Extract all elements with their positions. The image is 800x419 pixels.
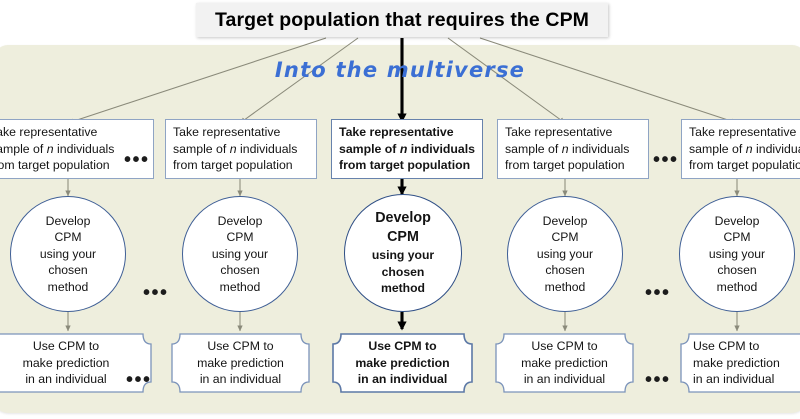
fanout-arrows — [67, 37, 738, 124]
develop-circle-line-4: chosen — [717, 263, 757, 278]
predict-card-line-3: in an individual — [199, 372, 282, 387]
develop-circle-line-4: chosen — [381, 264, 425, 279]
develop-circle-line-4: chosen — [48, 263, 88, 278]
develop-circle-line-4: chosen — [220, 263, 260, 278]
predict-card-line-2: make prediction — [693, 355, 780, 370]
sample-box-line-3: from target population — [339, 158, 471, 173]
ellipsis-row-2-left: ••• — [143, 282, 169, 304]
predict-card-col-5[interactable]: Use CPM to make prediction in an individ… — [679, 331, 800, 395]
develop-circle-line-2: CPM — [226, 230, 254, 245]
sample-box-line-1: Take representative — [339, 125, 454, 140]
develop-circle-line-1: Develop — [375, 210, 431, 227]
sample-box-line-1: Take representative — [505, 125, 613, 140]
develop-circle-line-5: method — [47, 279, 89, 294]
sample-box-col-5[interactable]: Take representative sample of n individu… — [681, 119, 800, 179]
develop-circle-line-5: method — [716, 279, 758, 294]
sample-box-col-1[interactable]: Take representative sample of n individu… — [0, 119, 154, 179]
ellipsis-row-2-right: ••• — [645, 282, 671, 304]
page-title: Target population that requires the CPM — [214, 8, 590, 31]
develop-circle-line-1: Develop — [714, 213, 760, 228]
predict-card-line-2: make prediction — [22, 355, 110, 370]
predict-card-col-1[interactable]: Use CPM to make prediction in an individ… — [0, 331, 152, 395]
sample-box-line-2: sample of n individuals — [0, 141, 115, 156]
predict-card-line-1: Use CPM to — [531, 339, 598, 354]
develop-circle-col-2[interactable]: Develop CPM using your chosen method — [182, 196, 298, 312]
predict-card-line-3: in an individual — [523, 372, 606, 387]
develop-circle-line-5: method — [544, 279, 586, 294]
sample-box-line-1: Take representative — [0, 125, 98, 140]
predict-card-col-3[interactable]: Use CPM to make prediction in an individ… — [331, 331, 474, 395]
develop-circle-line-1: Develop — [45, 213, 91, 228]
ellipsis-row-3-left: ••• — [126, 369, 152, 391]
predict-card-line-3: in an individual — [25, 372, 107, 387]
develop-circle-line-3: using your — [536, 246, 594, 261]
ellipsis-row-1-left: ••• — [124, 149, 150, 171]
predict-card-line-3: in an individual — [357, 372, 448, 387]
card-shape — [495, 333, 634, 393]
diagram-title-banner: Target population that requires the CPM — [196, 3, 608, 37]
card-shape — [680, 333, 800, 393]
predict-card-line-2: make prediction — [197, 355, 284, 370]
develop-circle-line-2: CPM — [387, 229, 419, 246]
develop-circle-line-3: using your — [211, 246, 269, 261]
sample-box-line-3: from target population — [505, 158, 625, 173]
sample-box-line-2: sample of n individuals — [339, 141, 475, 156]
predict-card-line-3: in an individual — [693, 372, 775, 387]
ellipsis-row-3-right: ••• — [645, 369, 671, 391]
sample-box-line-2: sample of n individuals — [689, 141, 800, 156]
develop-circle-line-3: using your — [39, 246, 97, 261]
box-to-circle-arrows — [65, 179, 740, 197]
develop-circle-col-4[interactable]: Develop CPM using your chosen method — [507, 196, 623, 312]
predict-card-line-1: Use CPM to — [32, 339, 100, 354]
sample-box-line-1: Take representative — [689, 125, 797, 140]
card-shape — [171, 333, 310, 393]
develop-circle-col-3[interactable]: Develop CPM using your chosen method — [344, 194, 462, 312]
develop-circle-line-2: CPM — [551, 230, 579, 245]
predict-card-line-2: make prediction — [355, 355, 450, 370]
sample-box-line-3: from target population — [173, 158, 293, 173]
develop-circle-line-1: Develop — [217, 213, 263, 228]
predict-card-line-2: make prediction — [521, 355, 608, 370]
develop-circle-line-2: CPM — [723, 230, 751, 245]
develop-circle-line-3: using your — [371, 248, 435, 263]
sample-box-col-2[interactable]: Take representative sample of n individu… — [165, 119, 317, 179]
develop-circle-line-3: using your — [708, 246, 766, 261]
circle-to-card-arrows — [65, 312, 740, 332]
develop-circle-line-4: chosen — [545, 263, 585, 278]
sample-box-col-4[interactable]: Take representative sample of n individu… — [497, 119, 649, 179]
develop-circle-col-1[interactable]: Develop CPM using your chosen method — [10, 196, 126, 312]
sample-box-line-3: from target population — [689, 158, 800, 173]
ellipsis-row-1-right: ••• — [653, 149, 679, 171]
card-shape — [0, 333, 152, 393]
predict-card-col-2[interactable]: Use CPM to make prediction in an individ… — [170, 331, 311, 395]
predict-card-line-1: Use CPM to — [693, 339, 760, 354]
develop-circle-line-2: CPM — [54, 230, 82, 245]
sample-box-line-2: sample of n individuals — [173, 141, 298, 156]
sample-box-line-1: Take representative — [173, 125, 281, 140]
develop-circle-line-5: method — [219, 279, 261, 294]
predict-card-line-1: Use CPM to — [368, 339, 437, 354]
sample-box-line-3: from target population — [0, 158, 110, 173]
sample-box-line-2: sample of n individuals — [505, 141, 630, 156]
sample-box-col-3[interactable]: Take representative sample of n individu… — [331, 119, 483, 179]
predict-card-col-4[interactable]: Use CPM to make prediction in an individ… — [494, 331, 635, 395]
develop-circle-line-1: Develop — [542, 213, 588, 228]
develop-circle-col-5[interactable]: Develop CPM using your chosen method — [679, 196, 795, 312]
develop-circle-line-5: method — [380, 281, 425, 296]
card-shape — [332, 333, 473, 393]
predict-card-line-1: Use CPM to — [207, 339, 274, 354]
